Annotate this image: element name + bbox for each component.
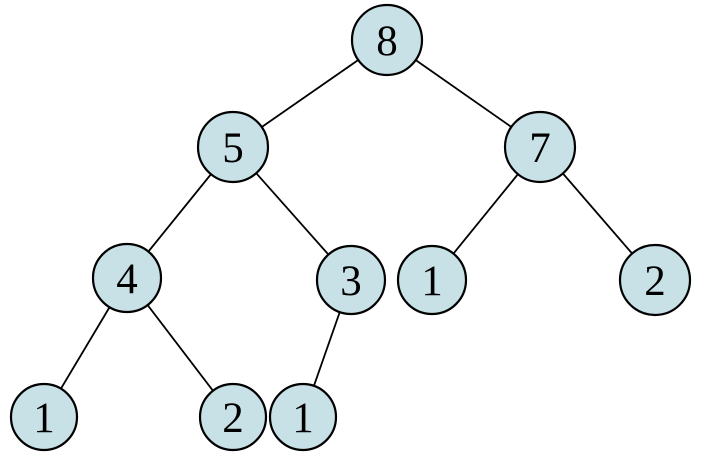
node-circle-n4 [91, 242, 163, 314]
node-circle-n7 [503, 110, 577, 184]
node-circle-n5 [196, 110, 270, 184]
node-circle-n2-right [618, 243, 692, 317]
node-circle-n1-mid [268, 382, 338, 452]
node-label-n1-right: 1 [421, 258, 443, 305]
node-circle-n1-left [9, 382, 79, 452]
tree-node-n1-right: 1 [396, 244, 468, 316]
tree-node-n2-mid: 2 [198, 382, 268, 452]
tree-node-n4: 4 [91, 242, 163, 314]
node-circle-n2-mid [198, 382, 268, 452]
node-label-n3: 3 [340, 258, 362, 305]
node-label-n2-right: 2 [644, 258, 666, 305]
node-label-n2-mid: 2 [222, 395, 244, 442]
node-label-n1-left: 1 [33, 395, 55, 442]
node-label-n1-mid: 1 [292, 395, 314, 442]
node-label-n4: 4 [116, 256, 138, 303]
tree-node-n3: 3 [315, 244, 387, 316]
node-circle-n3 [315, 244, 387, 316]
tree-node-n2-right: 2 [618, 243, 692, 317]
node-circle-n1-right [396, 244, 468, 316]
node-circle-n8 [350, 3, 424, 77]
tree-node-n7: 7 [503, 110, 577, 184]
node-label-n5: 5 [222, 125, 244, 172]
tree-node-n1-mid: 1 [268, 382, 338, 452]
tree-node-n8: 8 [350, 3, 424, 77]
node-label-n8: 8 [376, 18, 398, 65]
node-label-n7: 7 [529, 125, 551, 172]
tree-node-n5: 5 [196, 110, 270, 184]
tree-node-n1-left: 1 [9, 382, 79, 452]
